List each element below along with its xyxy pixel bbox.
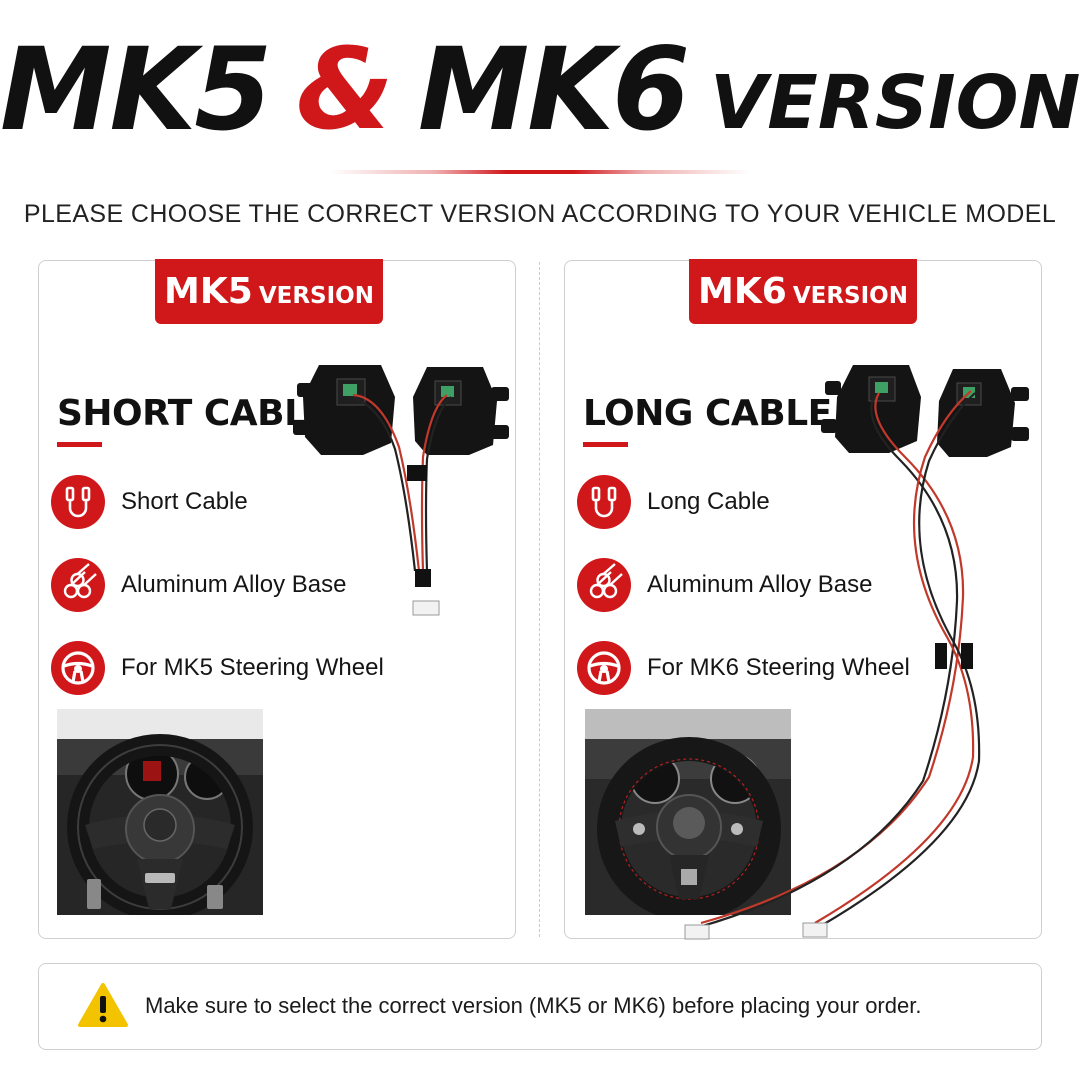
feature-item: Short Cable xyxy=(51,475,501,529)
title-underline xyxy=(57,442,102,447)
title-accent-line xyxy=(330,170,750,174)
notice-text: Make sure to select the correct version … xyxy=(145,993,922,1018)
feature-item: Long Cable xyxy=(577,475,1027,529)
feature-item: For MK5 Steering Wheel xyxy=(51,641,501,695)
alloy-bars-icon xyxy=(51,558,105,612)
mk5-short-cable-module-image xyxy=(293,365,509,616)
cable-icon xyxy=(577,475,631,529)
warning-icon xyxy=(78,983,128,1027)
page-subtitle: PLEASE CHOOSE THE CORRECT VERSION ACCORD… xyxy=(23,200,1057,228)
feature-item: Aluminum Alloy Base xyxy=(51,558,501,612)
tab-model: MK6 xyxy=(698,271,787,312)
feature-item: For MK6 Steering Wheel xyxy=(577,641,1027,695)
tab-suffix: VERSION xyxy=(258,283,374,309)
steering-wheel-icon xyxy=(51,641,105,695)
feature-label: For MK5 Steering Wheel xyxy=(121,654,384,681)
title-version: VERSION xyxy=(710,60,1080,146)
cable-icon xyxy=(51,475,105,529)
cable-title: SHORT CABLE xyxy=(57,393,331,434)
feature-label: Aluminum Alloy Base xyxy=(647,571,873,598)
feature-label: For MK6 Steering Wheel xyxy=(647,654,910,681)
feature-label: Long Cable xyxy=(647,488,770,515)
title-ampersand: & xyxy=(296,25,394,155)
title-mk6: MK6 xyxy=(417,23,690,157)
tab-suffix: VERSION xyxy=(792,283,908,309)
feature-item: Aluminum Alloy Base xyxy=(577,558,1027,612)
mk6-steering-wheel-photo xyxy=(585,709,791,915)
order-notice-box: Make sure to select the correct version … xyxy=(38,963,1042,1050)
cable-title: LONG CABLE xyxy=(583,393,832,434)
feature-label: Short Cable xyxy=(121,488,248,515)
alloy-bars-icon xyxy=(577,558,631,612)
steering-wheel-icon xyxy=(577,641,631,695)
mk6-long-cable-module-image xyxy=(684,365,1029,940)
feature-label: Aluminum Alloy Base xyxy=(121,571,347,598)
panel-divider xyxy=(539,262,540,937)
title-mk5: MK5 xyxy=(0,23,272,157)
title-underline xyxy=(583,442,628,447)
mk5-steering-wheel-photo xyxy=(57,709,263,915)
tab-model: MK5 xyxy=(164,271,253,312)
